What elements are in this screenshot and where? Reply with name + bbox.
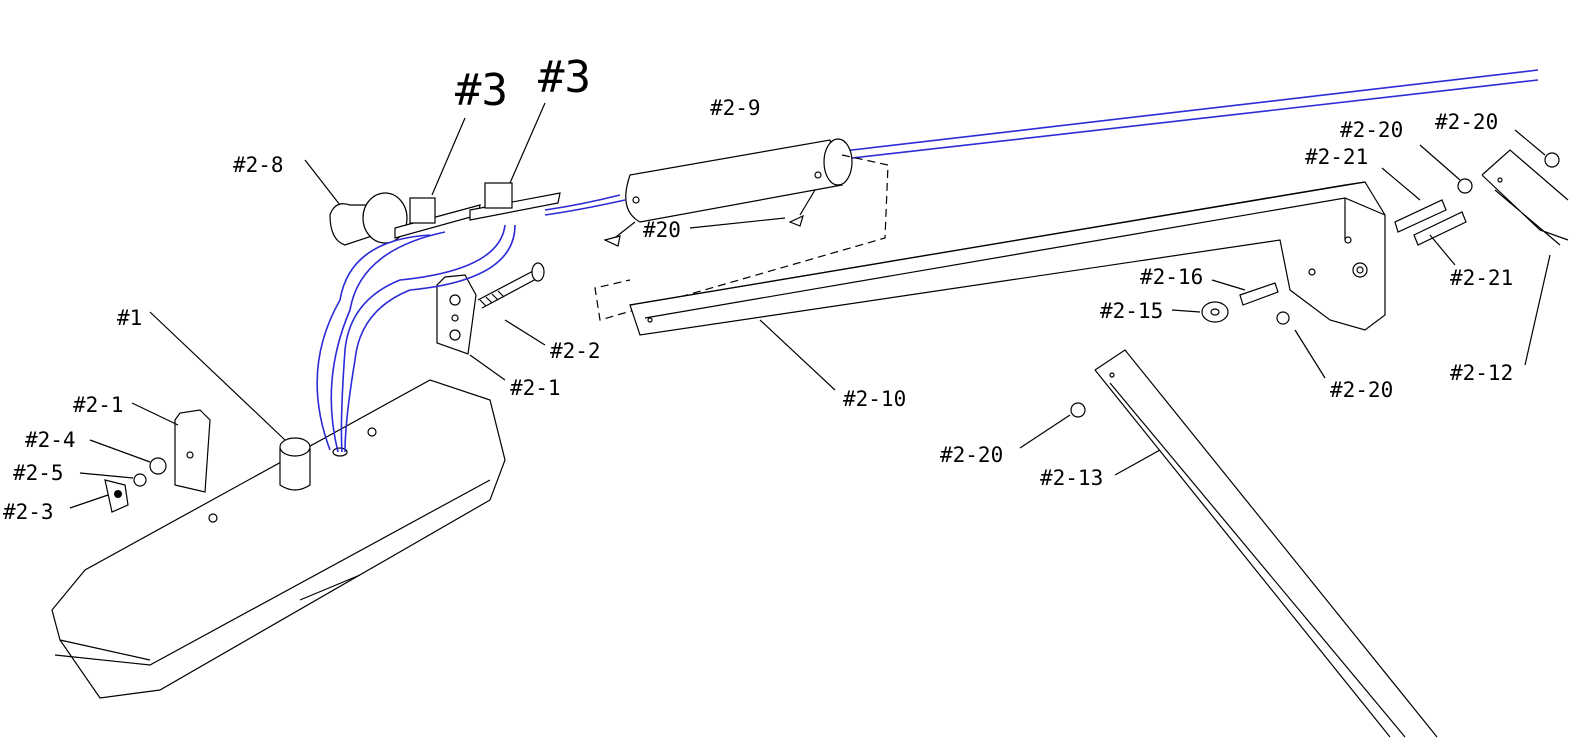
label-2-1-b: #2-1 xyxy=(73,393,124,417)
label-2-8: #2-8 xyxy=(233,153,284,177)
block-middle xyxy=(436,274,477,355)
label-1: #1 xyxy=(117,306,142,330)
knob-part xyxy=(279,437,311,491)
leader-lines xyxy=(69,102,1551,509)
label-2-9: #2-9 xyxy=(710,96,761,120)
dashed-hidden-outline xyxy=(594,154,889,321)
leg-2-12 xyxy=(1481,149,1569,246)
tube-2-9 xyxy=(625,138,853,223)
label-3b: #3 xyxy=(538,52,591,103)
label-2-20-b: #2-20 xyxy=(1435,110,1498,134)
washer-2-5 xyxy=(133,473,147,487)
label-2-10: #2-10 xyxy=(843,387,906,411)
block-left xyxy=(174,409,211,493)
label-2-21-b: #2-21 xyxy=(1450,266,1513,290)
small-parts-right xyxy=(1070,152,1560,418)
label-2-5: #2-5 xyxy=(13,461,64,485)
label-2-2: #2-2 xyxy=(550,339,601,363)
label-20: #20 xyxy=(643,218,681,242)
screws-20 xyxy=(603,189,816,247)
wires xyxy=(316,69,1539,453)
label-3a: #3 xyxy=(455,65,508,116)
arm-2-10 xyxy=(629,181,1386,336)
label-2-20-c: #2-20 xyxy=(1330,378,1393,402)
label-2-4: #2-4 xyxy=(25,428,76,452)
label-2-1-a: #2-1 xyxy=(510,376,561,400)
washer-2-4 xyxy=(149,457,167,475)
bolt-2-2 xyxy=(477,262,545,309)
label-2-21-a: #2-21 xyxy=(1305,145,1368,169)
label-2-20-a: #2-20 xyxy=(1340,118,1403,142)
base-plate xyxy=(51,379,506,699)
label-2-13: #2-13 xyxy=(1040,466,1103,490)
label-2-15: #2-15 xyxy=(1100,299,1163,323)
leg-2-13 xyxy=(1094,349,1438,738)
label-2-3: #2-3 xyxy=(3,500,54,524)
label-2-20-d: #2-20 xyxy=(940,443,1003,467)
label-2-16: #2-16 xyxy=(1140,265,1203,289)
label-2-12: #2-12 xyxy=(1450,361,1513,385)
lamp-and-boards xyxy=(329,182,561,246)
wing-nut-2-3 xyxy=(104,479,129,513)
